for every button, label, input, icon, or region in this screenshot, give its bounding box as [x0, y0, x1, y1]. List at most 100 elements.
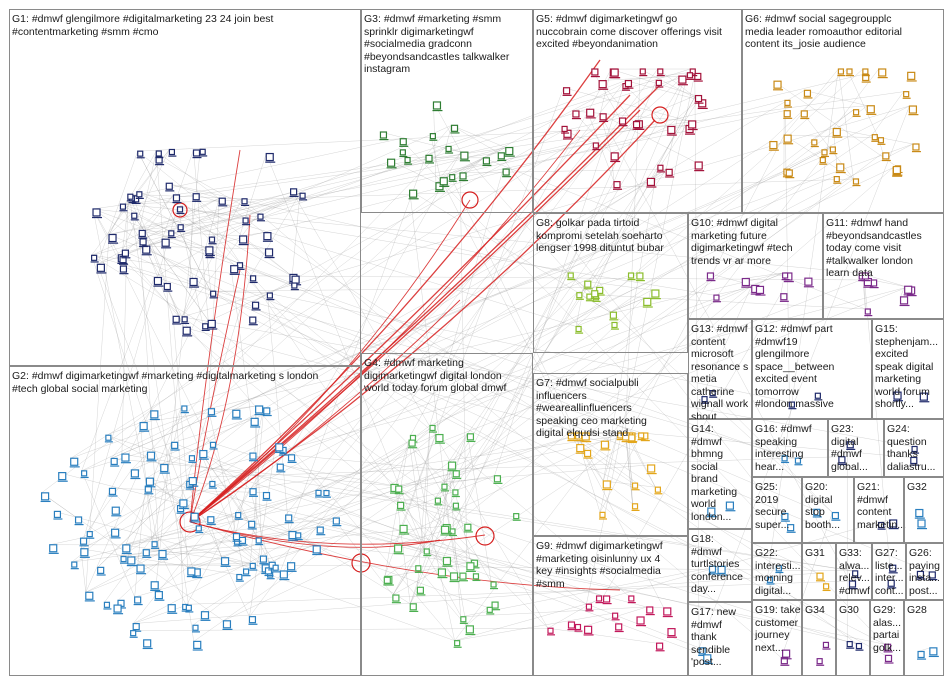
edge [248, 434, 437, 522]
node-underline [104, 441, 113, 443]
highlight-edge [189, 109, 641, 523]
node [79, 537, 88, 545]
node-underline [906, 295, 917, 297]
edge [156, 156, 259, 215]
node [917, 650, 925, 659]
edge [424, 425, 431, 549]
node [238, 536, 247, 544]
node-underline [236, 268, 245, 270]
node-underline [697, 107, 708, 110]
edge [109, 488, 189, 569]
node-underline [121, 552, 132, 555]
edge [97, 151, 138, 265]
edge [441, 475, 495, 485]
node-underline [800, 117, 810, 120]
edge [162, 198, 243, 240]
node [168, 148, 176, 156]
node [70, 457, 79, 466]
node [706, 272, 715, 280]
node-underline [79, 556, 90, 558]
node [136, 564, 145, 573]
edge [81, 408, 209, 472]
node-underline [786, 531, 796, 533]
node-underline [204, 254, 215, 257]
edge [801, 105, 868, 112]
edge [121, 194, 129, 455]
node [127, 556, 136, 565]
node-underline [201, 329, 210, 331]
node [602, 480, 611, 489]
node [199, 148, 206, 155]
node-underline [182, 335, 193, 337]
node [562, 87, 571, 95]
node [878, 68, 887, 77]
edge [122, 490, 317, 546]
edge [97, 193, 301, 265]
node-underline [627, 602, 636, 604]
edge [122, 250, 818, 574]
node [929, 647, 938, 656]
edge [441, 433, 468, 485]
edge [166, 183, 220, 199]
node [852, 570, 859, 577]
node-underline [631, 489, 640, 491]
node-underline [585, 610, 594, 612]
edge [410, 292, 578, 604]
edge [136, 149, 170, 192]
node [272, 564, 279, 571]
node-underline [919, 401, 930, 403]
node-underline [816, 664, 825, 666]
edge [146, 477, 857, 644]
node [113, 604, 122, 613]
node-underline [698, 654, 708, 657]
node-underline [877, 143, 886, 145]
edge [625, 432, 633, 504]
group-box-g5 [533, 9, 742, 213]
node [189, 277, 198, 287]
node-underline [783, 117, 793, 119]
node [205, 246, 214, 255]
node-underline [155, 157, 164, 159]
edge [387, 159, 437, 183]
node [755, 285, 765, 295]
edge [230, 265, 252, 419]
node-underline [871, 140, 880, 142]
node-underline [656, 171, 665, 173]
node [111, 506, 120, 515]
node [150, 581, 159, 590]
node-underline [837, 75, 846, 77]
node [167, 604, 176, 613]
edge [156, 150, 189, 568]
node-underline [242, 224, 251, 226]
edge [395, 485, 465, 525]
edge [599, 432, 618, 513]
node [725, 501, 735, 510]
group-box-g34 [802, 600, 836, 676]
node-underline [290, 289, 299, 291]
node [624, 79, 633, 88]
node [609, 311, 617, 319]
node [264, 567, 273, 575]
node-underline [248, 460, 258, 462]
node-underline [888, 572, 898, 574]
node-underline [902, 97, 911, 99]
edge [449, 528, 461, 574]
node [615, 623, 623, 631]
node-underline [450, 132, 460, 134]
group-box-g29 [870, 600, 904, 676]
edge [409, 190, 451, 529]
node-underline [452, 477, 462, 479]
edge [243, 125, 452, 219]
node-underline [153, 285, 164, 287]
node [119, 203, 127, 210]
edge [109, 488, 264, 493]
edge [97, 477, 190, 568]
node-underline [574, 440, 584, 442]
node-underline [393, 553, 404, 555]
edge [171, 442, 700, 649]
edge [267, 292, 790, 403]
node-underline [837, 463, 847, 465]
edge [667, 99, 699, 127]
node [132, 622, 140, 631]
node-underline [80, 476, 89, 479]
